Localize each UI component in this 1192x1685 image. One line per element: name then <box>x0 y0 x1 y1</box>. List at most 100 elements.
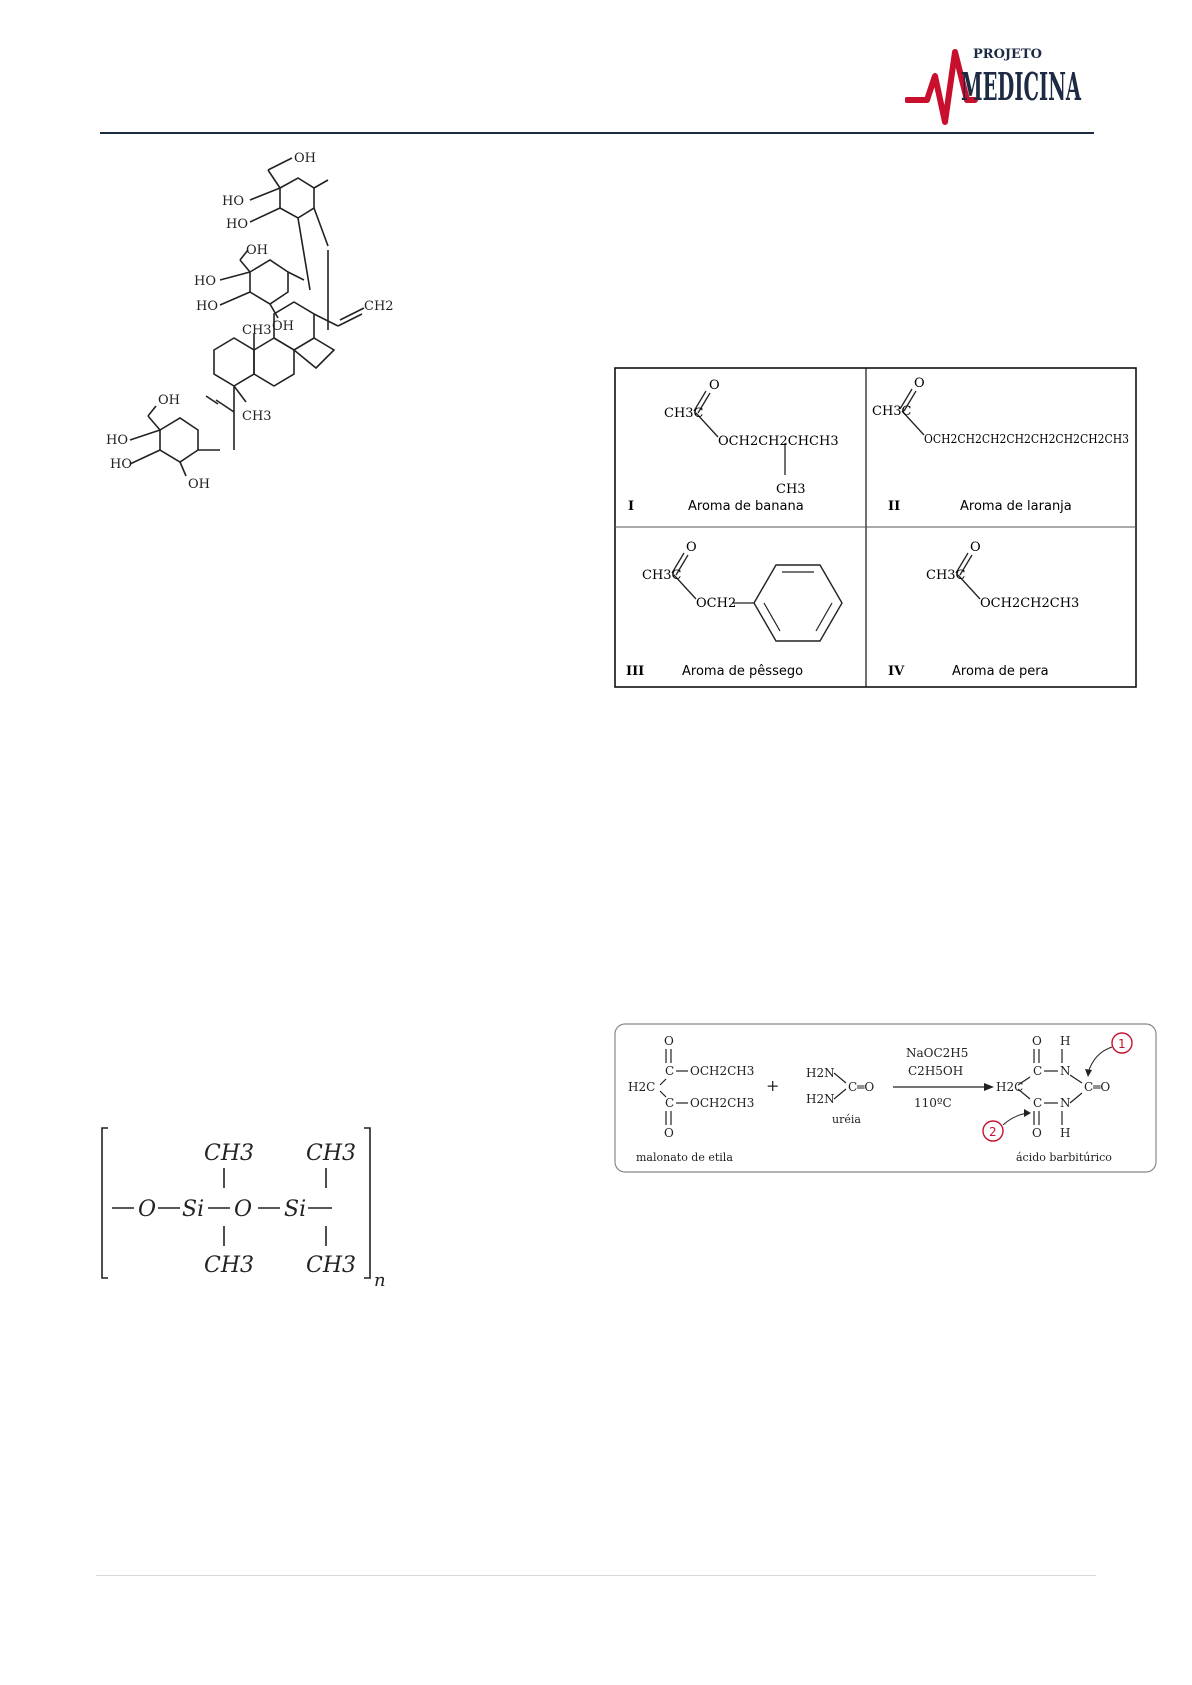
cell-2-ch3c: CH3C <box>872 404 912 419</box>
label-ch3-ring: CH3 <box>242 323 272 338</box>
cell-4-ch3c: CH3C <box>926 568 966 583</box>
logo-main-text: MEDICINA <box>961 64 1081 109</box>
aroma-cell-pera: CH3C O OCH2CH2CH3 IV Aroma de pera <box>888 540 1079 679</box>
label-oh-top: OH <box>294 151 316 166</box>
stevioside-bonds <box>129 157 365 477</box>
projeto-medicina-logo: PROJETO MEDICINA <box>905 47 1081 125</box>
cell-3-caption: Aroma de pêssego <box>682 664 803 679</box>
polymer-brackets <box>101 1127 371 1279</box>
product-n-bottom: N <box>1060 1096 1071 1110</box>
cell-1-chain: OCH2CH2CHCH3 <box>718 434 839 449</box>
cell-1-oxygen: O <box>709 378 720 393</box>
label-ho-6: HO <box>110 457 132 472</box>
malonate-c-bottom: C <box>665 1096 674 1110</box>
oxygen-1: O <box>138 1197 156 1222</box>
label-ch3-low: CH3 <box>242 409 272 424</box>
aroma-cell-pessego: CH3C O OCH2 III Aroma de pêssego <box>626 540 843 679</box>
label-ch2-top: CH2 <box>364 299 394 314</box>
benzene-ring-icon <box>753 564 843 642</box>
marker-1-circle <box>1111 1032 1133 1054</box>
plus-sign: + <box>766 1076 779 1095</box>
marker-2-circle <box>982 1120 1004 1142</box>
ch3-bottom-left: CH3 <box>204 1253 254 1278</box>
urea-h2n-bottom: H2N <box>806 1092 835 1106</box>
product-o-bottom: O <box>1032 1126 1042 1140</box>
logo-top-text: PROJETO <box>973 47 1042 62</box>
cell-1-caption: Aroma de banana <box>688 499 804 514</box>
cell-2-caption: Aroma de laranja <box>960 499 1072 514</box>
cell-3-numeral: III <box>626 664 644 679</box>
scheme-bonds <box>659 1049 1083 1125</box>
product-o-top: O <box>1032 1034 1042 1048</box>
cell-2-chain: OCH2CH2CH2CH2CH2CH2CH2CH3 <box>924 432 1129 446</box>
ch3-bottom-right: CH3 <box>306 1253 356 1278</box>
malonate-ester-top: OCH2CH3 <box>690 1064 754 1078</box>
marker-1-arrow-icon <box>1085 1069 1092 1077</box>
barbituric-acid-synthesis: O C OCH2CH3 H2C C OCH2CH3 O malonato de … <box>614 1023 1157 1173</box>
malonate-h2c: H2C <box>628 1080 655 1094</box>
product-h2c: H2C <box>996 1080 1023 1094</box>
cell-1-branch: CH3 <box>776 482 806 497</box>
label-ho-4: HO <box>196 299 218 314</box>
polymer-bonds <box>112 1168 332 1246</box>
reagent-sodium-ethoxide: NaOC2H5 <box>906 1046 968 1060</box>
product-label: ácido barbitúrico <box>1016 1151 1112 1164</box>
repeat-subscript-n: n <box>374 1270 386 1288</box>
label-oh-mid: OH <box>246 243 268 258</box>
label-oh-5: OH <box>188 477 210 492</box>
urea-carbonyl: C═O <box>848 1080 874 1094</box>
label-ho-2: HO <box>226 217 248 232</box>
label-ho-1: HO <box>222 194 244 209</box>
footer-rule <box>96 1575 1096 1576</box>
label-oh-low: OH <box>158 393 180 408</box>
reactant-1-label: malonato de etila <box>636 1151 733 1164</box>
malonate-o-bottom: O <box>664 1126 674 1140</box>
malonate-c-top: C <box>665 1064 674 1078</box>
marker-2-label: 2 <box>989 1125 997 1139</box>
urea-h2n-top: H2N <box>806 1066 835 1080</box>
reaction-arrow-icon <box>984 1083 994 1091</box>
product-c-bottom: C <box>1033 1096 1042 1110</box>
ch3-top-left: CH3 <box>204 1141 254 1166</box>
cell-3-chain: OCH2 <box>696 596 736 611</box>
label-oh-3: OH <box>272 319 294 334</box>
cell-4-numeral: IV <box>888 664 905 679</box>
product-c-top: C <box>1033 1064 1042 1078</box>
product-n-top: N <box>1060 1064 1071 1078</box>
reagent-ethanol: C2H5OH <box>908 1064 963 1078</box>
silicon-1: Si <box>182 1197 204 1222</box>
product-carbonyl: C═O <box>1084 1080 1110 1094</box>
cell-3-ch3c: CH3C <box>642 568 682 583</box>
reaction-temperature: 110ºC <box>914 1096 952 1110</box>
malonate-o-top: O <box>664 1034 674 1048</box>
urea-label: uréia <box>832 1113 861 1126</box>
scheme-frame <box>614 1023 1157 1173</box>
cell-2-numeral: II <box>888 499 900 514</box>
marker-2-group: 2 <box>982 1109 1031 1142</box>
stevioside-structure: OH HO HO OH HO HO OH CH3 CH2 CH3 OH HO H… <box>106 151 394 492</box>
heartbeat-line-icon <box>905 49 978 125</box>
marker-2-arrow-icon <box>1024 1109 1031 1117</box>
cell-3-oxygen: O <box>686 540 697 555</box>
malonate-ester-bottom: OCH2CH3 <box>690 1096 754 1110</box>
aroma-cell-banana: CH3C O OCH2CH2CHCH3 CH3 I Aroma de banan… <box>628 378 839 514</box>
label-ho-5: HO <box>106 433 128 448</box>
marker-1-label: 1 <box>1118 1037 1126 1051</box>
cell-1-ch3c: CH3C <box>664 406 704 421</box>
product-h-bottom: H <box>1060 1126 1070 1140</box>
product-h-top: H <box>1060 1034 1070 1048</box>
cell-2-oxygen: O <box>914 376 925 391</box>
silicon-2: Si <box>284 1197 306 1222</box>
header-rule <box>100 132 1094 134</box>
aroma-table: CH3C O OCH2CH2CHCH3 CH3 I Aroma de banan… <box>614 367 1137 688</box>
aroma-cell-laranja: CH3C O OCH2CH2CH2CH2CH2CH2CH2CH3 II Arom… <box>872 376 1129 514</box>
label-ho-3: HO <box>194 274 216 289</box>
cell-1-numeral: I <box>628 499 634 514</box>
marker-1-group: 1 <box>1085 1032 1133 1077</box>
ch3-top-right: CH3 <box>306 1141 356 1166</box>
oxygen-2: O <box>234 1197 252 1222</box>
silicone-polymer-structure: CH3 CH3 O Si O Si CH3 CH3 n <box>101 1127 386 1288</box>
cell-4-oxygen: O <box>970 540 981 555</box>
cell-4-caption: Aroma de pera <box>952 664 1049 679</box>
cell-4-chain: OCH2CH2CH3 <box>980 596 1079 611</box>
